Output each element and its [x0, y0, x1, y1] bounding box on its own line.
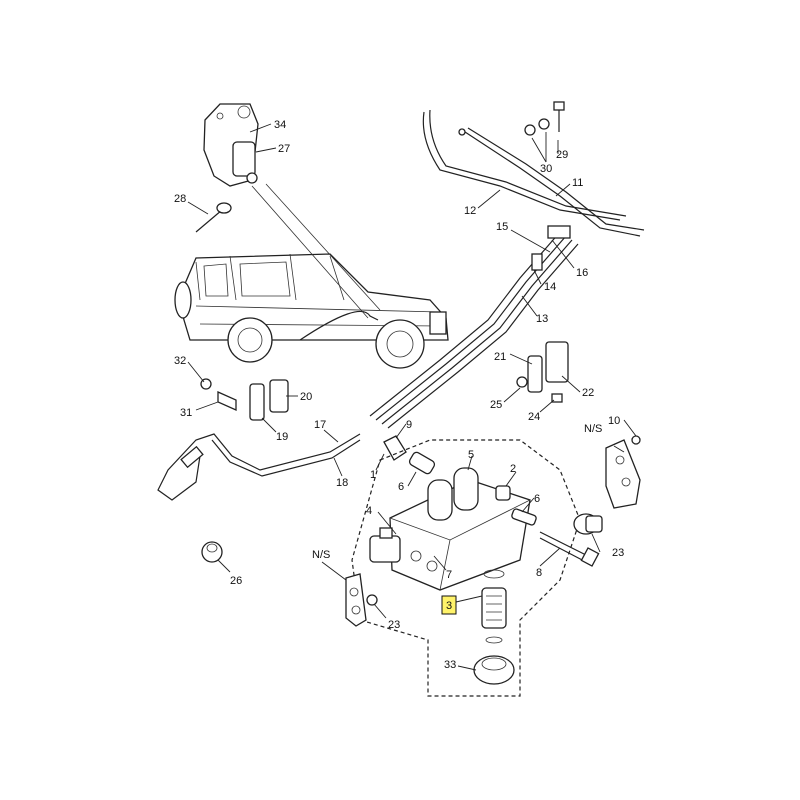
damper-23-right [573, 513, 603, 535]
callout-9: 9 [406, 419, 412, 431]
fitting-6 [408, 451, 436, 475]
callout-26: 26 [230, 575, 242, 587]
callout-11: 11 [572, 177, 583, 189]
callout-8: 8 [536, 567, 542, 579]
callout-6b: 6 [534, 493, 540, 505]
upper-brake-pipes [422, 109, 645, 237]
callout-2: 2 [510, 463, 516, 475]
valve-block [389, 467, 531, 591]
highlight-box [441, 595, 457, 615]
small-fasteners [200, 376, 563, 461]
bolt-8 [539, 531, 600, 567]
callout-12: 12 [464, 205, 476, 217]
callout-4: 4 [366, 505, 372, 517]
callout-33: 33 [444, 659, 456, 671]
callout-14: 14 [544, 281, 556, 293]
callout-1: 1 [370, 469, 376, 481]
callout-27: 27 [278, 143, 290, 155]
fasteners-29-30 [524, 101, 565, 136]
callout-22: 22 [582, 387, 594, 399]
leader-lines [187, 123, 637, 671]
callout-28: 28 [174, 193, 186, 205]
callout-16: 16 [576, 267, 588, 279]
left-brake-pipe [157, 433, 361, 501]
callout-ns-right: N/S [584, 423, 602, 435]
callout-25: 25 [490, 399, 502, 411]
callout-19: 19 [276, 431, 288, 443]
mounting-bracket [203, 103, 259, 187]
callout-ns-left: N/S [312, 549, 330, 561]
filter-cap-33 [473, 655, 515, 685]
callout-5: 5 [468, 449, 474, 461]
callout-32: 32 [174, 355, 186, 367]
stud-6-right [511, 508, 537, 526]
callout-30: 30 [540, 163, 552, 175]
callout-17: 17 [314, 419, 326, 431]
assembly-boundary [351, 439, 581, 697]
fastener-10 [631, 435, 641, 445]
callout-6a: 6 [398, 481, 404, 493]
callout-13: 13 [536, 313, 548, 325]
pipe-bundle [369, 225, 579, 429]
callout-18: 18 [336, 477, 348, 489]
solenoid-valve-4 [369, 527, 401, 563]
pipe-clip-21-22 [527, 341, 569, 393]
mounting-bracket-ns-right [605, 439, 641, 509]
vehicle-illustration [174, 253, 449, 369]
callout-24: 24 [528, 411, 540, 423]
callout-34: 34 [274, 119, 286, 131]
callout-labels: 34 27 28 29 30 11 12 15 16 14 13 32 31 2… [174, 119, 624, 671]
callout-20: 20 [300, 391, 312, 403]
callout-23-left: 23 [388, 619, 400, 631]
callout-31: 31 [180, 407, 192, 419]
callout-15: 15 [496, 221, 508, 233]
bushing-part [201, 541, 223, 563]
callout-7: 7 [446, 569, 452, 581]
callout-29: 29 [556, 149, 568, 161]
rivet-part [195, 202, 232, 233]
fastener-23-left [366, 594, 378, 606]
callout-10: 10 [608, 415, 620, 427]
callout-21: 21 [494, 351, 506, 363]
pipe-clip-19-20 [249, 379, 289, 421]
filter-element-3 [481, 569, 507, 644]
callout-23-right: 23 [612, 547, 624, 559]
guide-line [251, 183, 381, 319]
callout-3: 3 [446, 600, 452, 612]
mounting-bracket-ns-left [345, 573, 367, 627]
